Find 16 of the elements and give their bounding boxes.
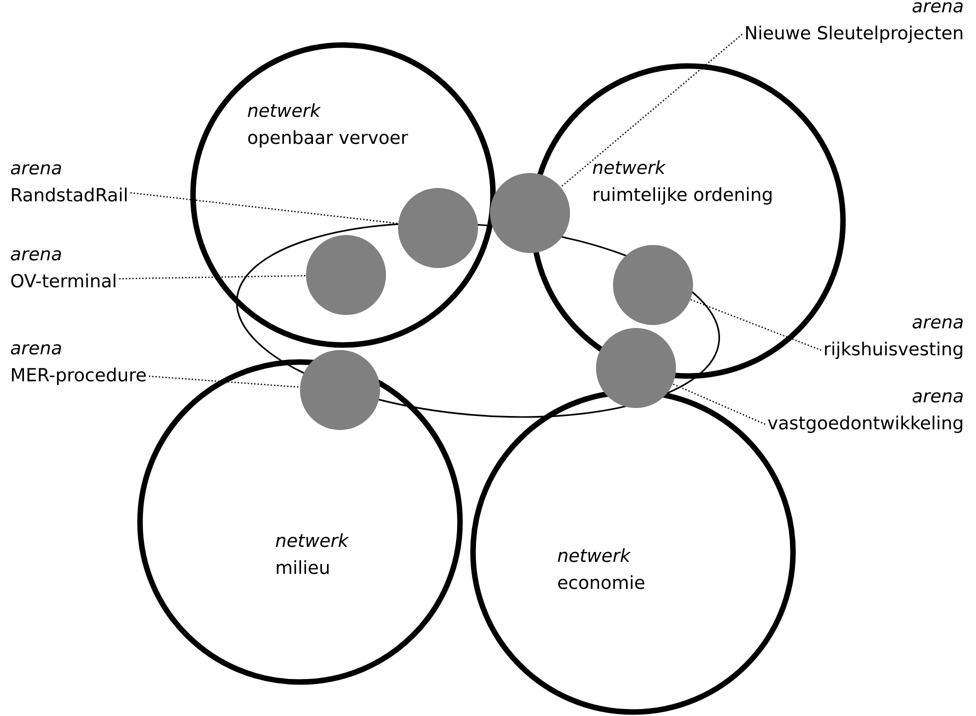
leader-line [560, 34, 743, 188]
arena-label: arena MER-procedure [10, 344, 146, 386]
leader-line [130, 192, 398, 224]
arena-dot [490, 173, 570, 253]
leader-line [148, 376, 300, 388]
arena-dot [300, 350, 380, 430]
leader-line [672, 383, 766, 425]
leader-line [119, 275, 306, 280]
arena-label: arena rijkshuisvesting [825, 318, 963, 360]
leader-line [690, 298, 822, 351]
arena-label: arena OV-terminal [10, 250, 116, 288]
arena-dot [613, 245, 693, 325]
arena-label: arena RandstadRail [10, 164, 127, 202]
arena-label: arena Nieuwe Sleutelprojecten [746, 2, 963, 44]
arena-label: arena vastgoedontwikkeling [768, 392, 963, 434]
arena-dot [306, 235, 386, 315]
